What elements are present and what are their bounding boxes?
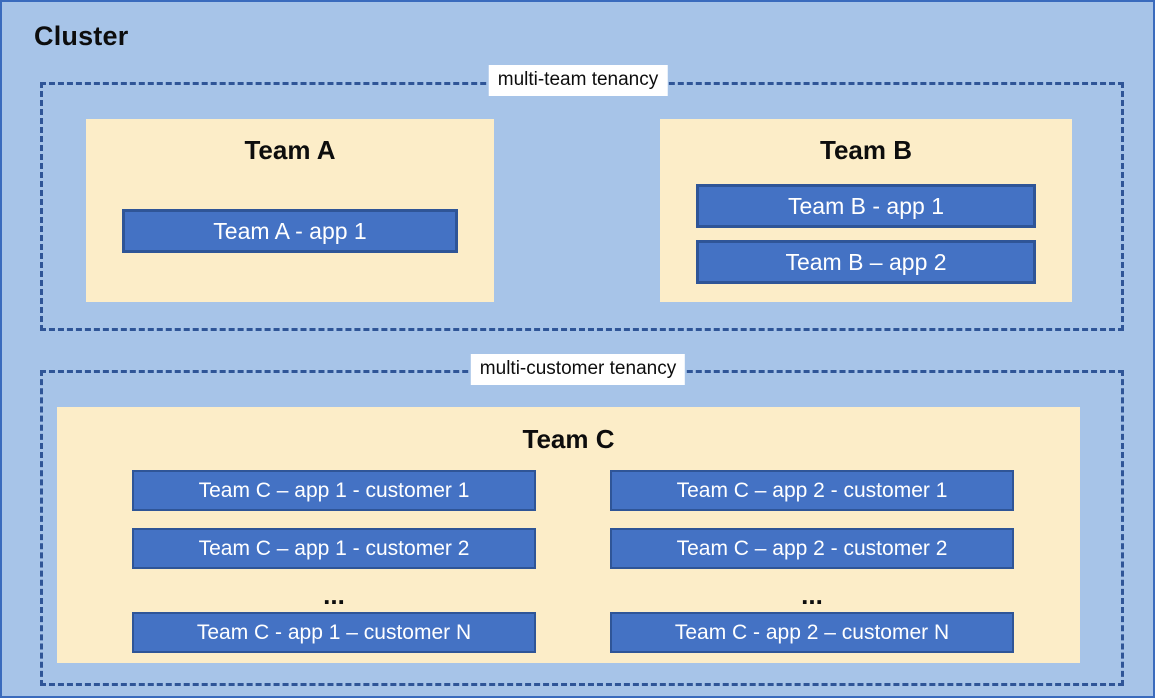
- app-box-team-a-app-1[interactable]: Team A - app 1: [122, 209, 458, 253]
- app-box-team-c-app-1-customer-n[interactable]: Team C - app 1 – customer N: [132, 612, 536, 653]
- ellipsis-team-c-app-2: ...: [801, 580, 823, 610]
- app-box-team-c-app-1-customer-2[interactable]: Team C – app 1 - customer 2: [132, 528, 536, 569]
- app-box-team-c-app-2-customer-n[interactable]: Team C - app 2 – customer N: [610, 612, 1014, 653]
- app-box-team-b-app-1[interactable]: Team B - app 1: [696, 184, 1036, 228]
- page-title: Cluster: [34, 21, 129, 51]
- team-title-team-b: Team B: [820, 135, 912, 165]
- app-box-team-c-app-1-customer-1[interactable]: Team C – app 1 - customer 1: [132, 470, 536, 511]
- tenancy-label-multi-customer: multi-customer tenancy: [470, 354, 686, 385]
- ellipsis-team-c-app-1: ...: [323, 580, 345, 610]
- team-title-team-c: Team C: [522, 424, 615, 454]
- app-box-team-c-app-2-customer-2[interactable]: Team C – app 2 - customer 2: [610, 528, 1014, 569]
- team-panel-team-b: Team B Team B - app 1 Team B – app 2: [660, 119, 1072, 302]
- app-box-team-c-app-2-customer-1[interactable]: Team C – app 2 - customer 1: [610, 470, 1014, 511]
- team-panel-team-c: Team C Team C – app 1 - customer 1 Team …: [57, 407, 1080, 663]
- tenancy-label-multi-team: multi-team tenancy: [488, 65, 668, 96]
- app-box-team-b-app-2[interactable]: Team B – app 2: [696, 240, 1036, 284]
- team-title-team-a: Team A: [244, 135, 336, 165]
- team-panel-team-a: Team A Team A - app 1: [86, 119, 494, 302]
